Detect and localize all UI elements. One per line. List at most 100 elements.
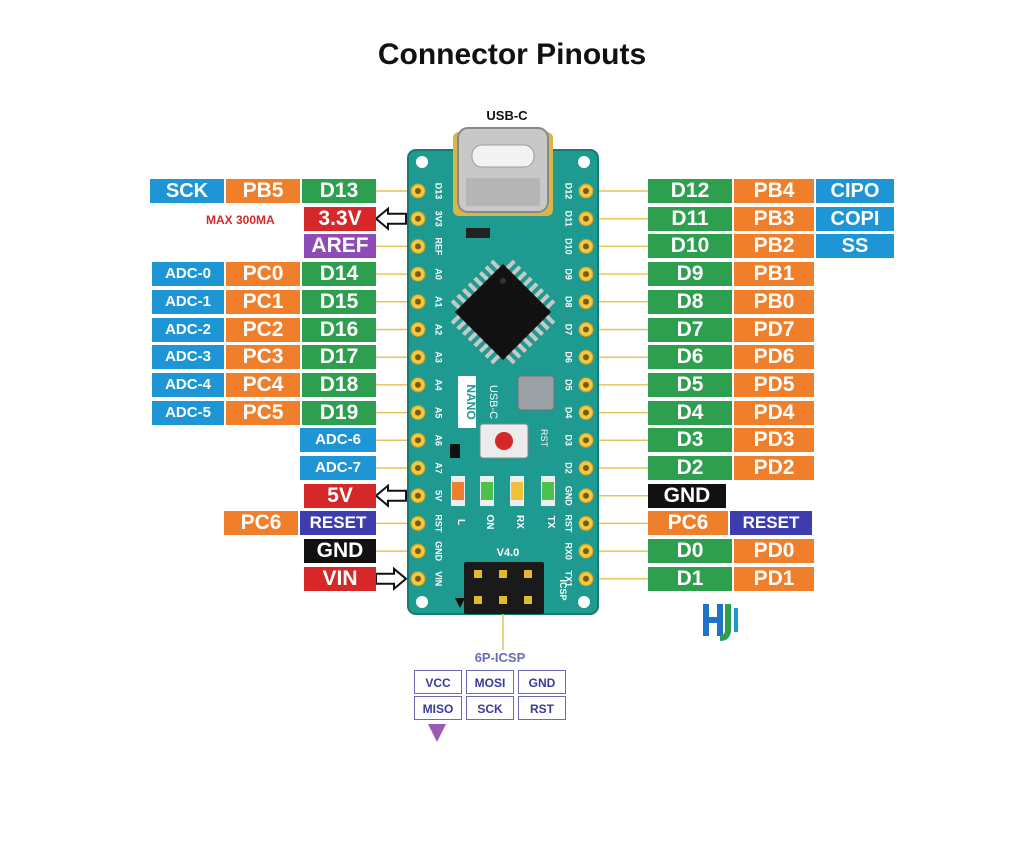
left-pin-7-label: D18 (302, 372, 376, 397)
pin-hole (583, 243, 589, 250)
pin-hole (415, 215, 421, 222)
icsp-pin-label: SCK (466, 696, 514, 720)
right-pin-9-label: PD3 (734, 428, 814, 453)
right-pin-11-label: GND (648, 483, 726, 508)
mount-hole (578, 596, 590, 608)
pin-hole (415, 548, 421, 555)
right-pin-6-label: D6 (648, 345, 732, 370)
right-pin-8-label: PD4 (734, 400, 814, 425)
pin-hole (415, 520, 421, 527)
left-pin-0-label: SCK (150, 179, 224, 203)
left-silk-label: A4 (434, 379, 444, 391)
arrow-left-icon (374, 206, 407, 231)
right-pin-4-label: PB0 (734, 289, 814, 314)
icsp-pin-label: MISO (414, 696, 462, 720)
oscillator (517, 375, 555, 411)
right-silk-label: D4 (564, 407, 574, 419)
right-pin-3-label: D9 (648, 262, 732, 287)
left-pin-4-label: ADC-1 (152, 289, 224, 314)
usb-c-label: USB-C (486, 108, 528, 123)
mount-hole (416, 596, 428, 608)
left-silk-label: A1 (434, 296, 444, 308)
right-pin-7-label: D5 (648, 372, 732, 397)
icsp-pin (474, 570, 482, 578)
icsp-silk: ICSP (558, 579, 568, 600)
right-pin-5-label: D7 (648, 317, 732, 342)
right-pin-0-label: D12 (648, 179, 732, 203)
right-silk-label: D7 (564, 324, 574, 336)
icsp-pin-label: RST (518, 696, 566, 720)
right-silk-label: D10 (564, 238, 574, 255)
pin-hole (415, 188, 421, 194)
right-pin-3-label: PB1 (734, 262, 814, 287)
mount-hole (578, 156, 590, 168)
right-pin-1-label: COPI (816, 206, 894, 231)
arrow-right-icon (375, 566, 408, 591)
pin-hole (415, 409, 421, 416)
right-silk-label: GND (564, 486, 574, 507)
pin-hole (415, 575, 421, 582)
hw-logo-icon (703, 604, 738, 641)
left-pin-6-label: PC3 (226, 345, 300, 370)
led-label: ON (484, 515, 495, 530)
right-pin-10-label: PD2 (734, 456, 814, 480)
left-pin-2-label: AREF (304, 234, 376, 259)
pin-hole (583, 437, 589, 444)
pin-hole (583, 188, 589, 194)
pin-hole (583, 215, 589, 222)
right-pin-8-label: D4 (648, 400, 732, 425)
right-pin-4-label: D8 (648, 289, 732, 314)
header-pins: D133V3REFA0A1A2A3A4A5A6A75VRSTGNDVIND12D… (410, 183, 594, 587)
page-title: Connector Pinouts (377, 38, 647, 71)
left-pin-12-label: RESET (300, 511, 376, 536)
pin-hole (415, 298, 421, 305)
left-pin-6-label: ADC-3 (152, 345, 224, 370)
right-pin-12-label: PC6 (648, 511, 728, 536)
left-silk-label: A6 (434, 435, 444, 447)
pin-hole (583, 520, 589, 527)
left-silk-label: A3 (434, 351, 444, 363)
pin-hole (415, 243, 421, 250)
pin-hole (415, 437, 421, 444)
right-pin-6-label: PD6 (734, 345, 814, 370)
right-silk-label: RST (564, 514, 574, 533)
left-pin-6-label: D17 (302, 345, 376, 370)
left-pin-3-label: ADC-0 (152, 262, 224, 287)
right-pin-2-label: PB2 (734, 234, 814, 259)
pin-hole (583, 492, 589, 499)
usb-c-connector (453, 127, 553, 216)
left-silk-label: A7 (434, 462, 444, 474)
left-pin-3-label: PC0 (226, 262, 300, 287)
right-pin-9-label: D3 (648, 428, 732, 453)
left-pin-5-label: ADC-2 (152, 317, 224, 342)
left-pin-1-label: 3.3V (304, 206, 376, 231)
left-pin-0-label: PB5 (226, 179, 300, 203)
right-pin-7-label: PD5 (734, 372, 814, 397)
right-silk-label: D12 (564, 183, 574, 200)
pin-hole (583, 575, 589, 582)
left-pin-7-label: ADC-4 (152, 372, 224, 397)
left-pin-5-label: PC2 (226, 317, 300, 342)
icsp-pin (499, 596, 507, 604)
smd-component (466, 228, 490, 238)
icsp-pin-label: GND (518, 670, 566, 694)
right-pin-2-label: D10 (648, 234, 732, 259)
left-pin-5-label: D16 (302, 317, 376, 342)
right-silk-label: D11 (564, 211, 574, 227)
version-silk: V4.0 (497, 547, 520, 559)
right-pin-13-label: D0 (648, 539, 732, 564)
pin-hole (415, 354, 421, 361)
right-silk-label: D9 (564, 268, 574, 280)
left-silk-label: D13 (434, 183, 444, 200)
right-silk-label: D8 (564, 296, 574, 308)
left-pin-13-label: GND (304, 539, 376, 564)
left-silk-label: VIN (434, 571, 444, 586)
right-pin-12-label: RESET (730, 511, 812, 536)
pin-hole (583, 354, 589, 361)
usb-c-silk: USB-C (487, 385, 499, 419)
right-silk-label: RX0 (564, 542, 574, 560)
reset-button[interactable] (479, 423, 529, 459)
right-pin-14-label: PD1 (734, 566, 814, 591)
left-pin-4-label: PC1 (226, 289, 300, 314)
